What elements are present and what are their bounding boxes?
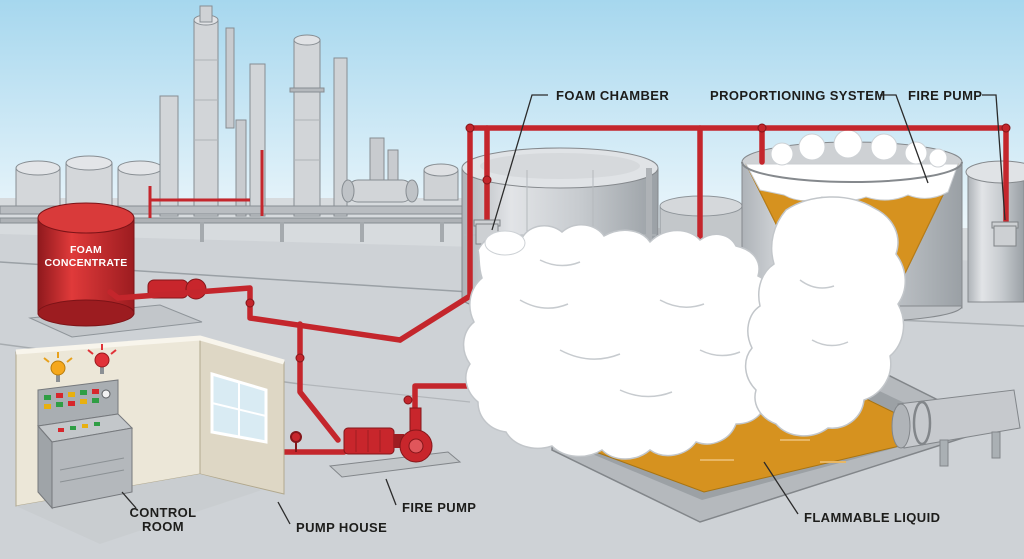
foam-flow (462, 196, 906, 460)
pipe-valve (290, 431, 302, 452)
pipe-flanges (245, 123, 1011, 405)
amber-beacon (50, 360, 66, 376)
pump-house-leader (277, 501, 291, 525)
foam-chamber-leader (491, 94, 548, 231)
control-room (15, 335, 285, 544)
drain-pipe (891, 389, 1021, 467)
label-fire-pump-bottom: FIRE PUMP (402, 500, 476, 515)
foam-texture (519, 259, 849, 398)
foam-concentrate-tank: FOAM CONCENTRATE (28, 202, 207, 338)
label-control-room-1: CONTROL (129, 505, 196, 520)
console-buttons (58, 422, 100, 432)
foam-main-mass (462, 224, 785, 460)
refinery-background (0, 5, 469, 242)
foam-concentrate-label-1: FOAM (70, 244, 102, 256)
fire-pump-top-leader (982, 94, 1006, 221)
fire-pump (328, 407, 462, 478)
control-panel (37, 379, 134, 510)
label-flammable-liquid: FLAMMABLE LIQUID (804, 510, 940, 525)
tank-b-foam-mound (770, 129, 948, 168)
label-fire-pump-top: FIRE PUMP (908, 88, 982, 103)
foam-concentrate-label-2: CONCENTRATE (44, 257, 127, 269)
label-proportioning-system: PROPORTIONING SYSTEM (710, 88, 886, 103)
leader-lines (121, 94, 1006, 525)
fire-pump-bottom-leader (385, 478, 397, 506)
proportioning-system-leader (880, 94, 929, 184)
label-control-room-2: ROOM (142, 519, 184, 534)
foam-cascade-tank-b (744, 196, 906, 437)
alarm-beacons (43, 344, 117, 382)
foam-chamber-tank-c (991, 221, 1019, 247)
flammable-liquid-leader (763, 461, 799, 515)
label-pump-house: PUMP HOUSE (296, 520, 387, 535)
label-foam-chamber: FOAM CHAMBER (556, 88, 669, 103)
red-beacon (94, 352, 110, 368)
control-room-leader (121, 491, 137, 509)
indicator-lights (44, 389, 99, 409)
